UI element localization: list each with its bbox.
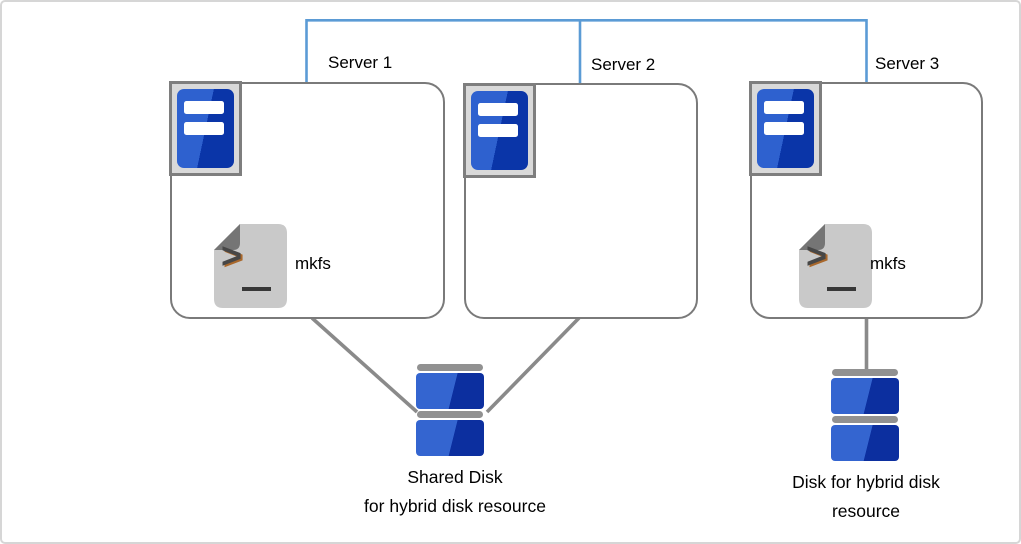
shared-disk-label: Shared Disk for hybrid disk resource xyxy=(295,463,615,521)
network-link-line xyxy=(305,19,868,84)
server-slot-bar xyxy=(478,103,518,116)
server-icon xyxy=(169,81,242,176)
terminal-prompt-icon: > xyxy=(806,235,828,276)
shared-disk-label-line2: for hybrid disk resource xyxy=(364,496,546,516)
terminal-cursor-icon xyxy=(827,287,856,291)
hybrid-disk-icon xyxy=(831,369,899,463)
mkfs-script-icon: > xyxy=(214,224,287,308)
server3-mkfs-label: mkfs xyxy=(870,254,906,273)
terminal-cursor-icon xyxy=(242,287,271,291)
server3-label: Server 3 xyxy=(875,54,940,73)
disk-platter xyxy=(416,373,484,409)
disk-cap xyxy=(832,369,898,376)
mkfs-script-icon: > xyxy=(799,224,872,308)
hybrid-disk-label-line1: Disk for hybrid disk xyxy=(792,472,940,492)
hybrid-disk-label-line2: resource xyxy=(831,501,901,521)
server-slot-bar xyxy=(764,122,804,135)
disk-cap xyxy=(832,416,898,423)
server-slot-bar xyxy=(184,122,224,135)
server1-mkfs-label: mkfs xyxy=(295,254,331,273)
server2-box xyxy=(464,83,698,319)
disk-platter xyxy=(416,420,484,456)
server-icon xyxy=(463,83,536,178)
disk-platter xyxy=(831,378,899,414)
terminal-prompt-icon: > xyxy=(221,235,243,276)
server-tower xyxy=(471,91,528,170)
server-tower xyxy=(177,89,234,168)
disk-cap xyxy=(417,364,483,371)
shared-disk-label-line1: Shared Disk xyxy=(407,467,503,487)
server2-shared-disk-line xyxy=(485,316,581,414)
server-slot-bar xyxy=(764,101,804,114)
server-slot-bar xyxy=(478,124,518,137)
server-tower xyxy=(757,89,814,168)
hybrid-disk-label: Disk for hybrid disk resource xyxy=(746,468,986,526)
server-slot-bar xyxy=(184,101,224,114)
disk-platter xyxy=(831,425,899,461)
server1-shared-disk-line xyxy=(310,316,419,414)
shared-disk-icon xyxy=(416,364,484,458)
server2-label: Server 2 xyxy=(591,55,656,74)
server1-label: Server 1 xyxy=(328,53,393,72)
server-icon xyxy=(749,81,822,176)
disk-cap xyxy=(417,411,483,418)
